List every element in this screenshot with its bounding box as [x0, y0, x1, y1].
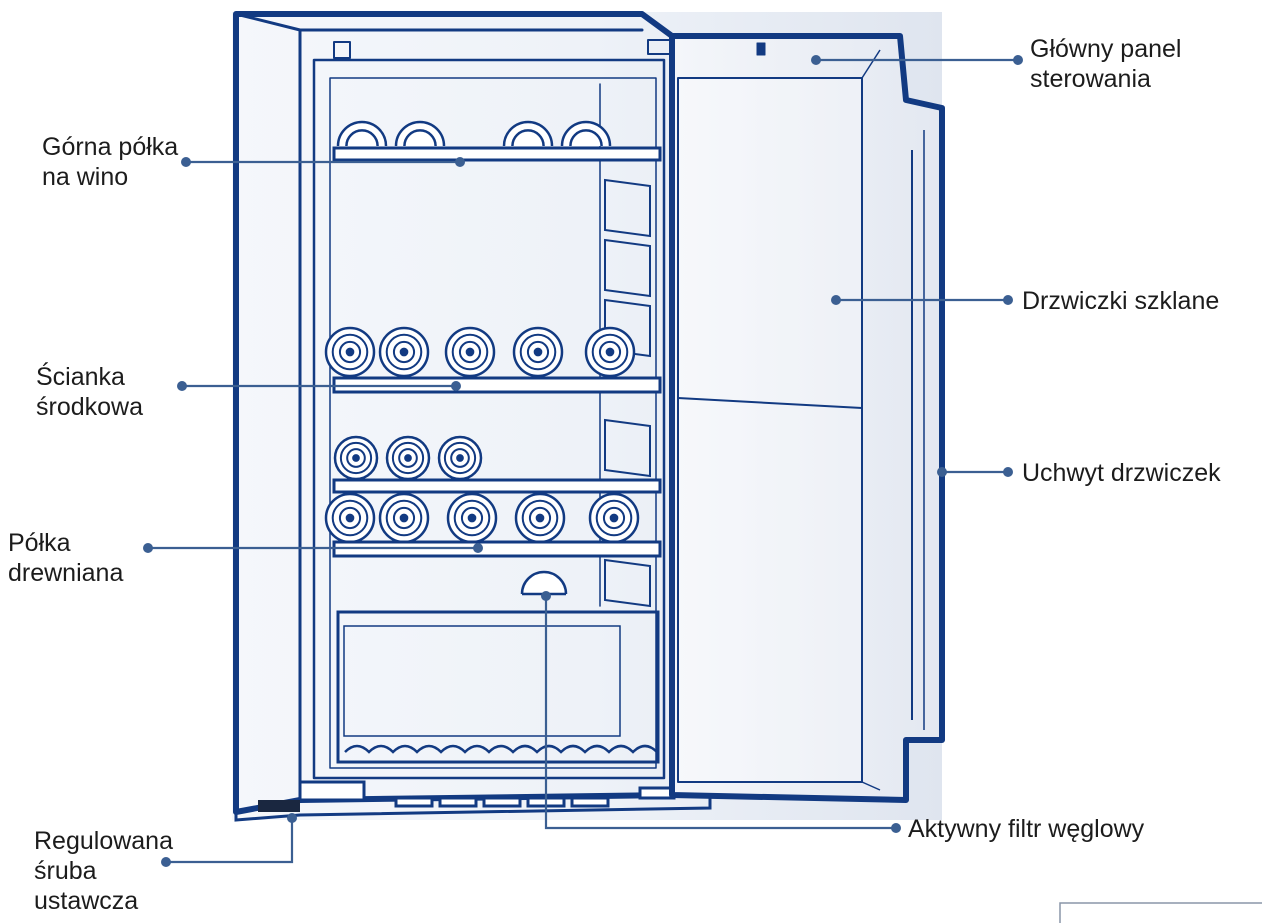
bottle — [446, 492, 498, 544]
bottle — [324, 492, 376, 544]
label-door-handle: Uchwyt drzwiczek — [1022, 458, 1221, 488]
bottle — [512, 326, 564, 378]
label-line: Górna półka — [42, 133, 179, 161]
bottle — [324, 326, 376, 378]
label-line: Aktywny filtr węglowy — [908, 815, 1145, 843]
mid-low-shelf — [332, 478, 662, 494]
label-line: środkowa — [36, 393, 143, 421]
label-line: Ścianka — [36, 363, 125, 391]
label-leveling-screw: Regulowana śruba ustawcza — [34, 826, 173, 916]
label-middle-wall: Ścianka środkowa — [36, 362, 143, 422]
label-control-panel: Główny panel sterowania — [1030, 34, 1181, 94]
corner-frame — [1059, 902, 1262, 923]
bottle — [378, 326, 430, 378]
wine-bottles — [324, 120, 640, 544]
bottle — [444, 326, 496, 378]
label-line: śruba — [34, 857, 97, 885]
bottle — [560, 120, 612, 147]
label-line: na wino — [42, 163, 129, 191]
bottom-compartment — [336, 610, 660, 764]
label-line: drewniana — [8, 559, 124, 587]
leader-dots — [143, 55, 1023, 867]
bottle — [502, 120, 554, 147]
leader-lines — [148, 58, 1018, 864]
label-top-wine-shelf: Górna półka na wino — [42, 132, 178, 192]
back-vents — [604, 178, 651, 608]
label-line: Regulowana — [34, 827, 173, 855]
label-carbon-filter: Aktywny filtr węglowy — [908, 814, 1144, 844]
bottle — [394, 120, 446, 147]
glass-door — [669, 33, 945, 803]
bottle — [336, 120, 388, 147]
label-glass-door: Drzwiczki szklane — [1022, 286, 1219, 316]
shelves — [332, 146, 662, 558]
bottle — [385, 435, 431, 481]
leveling-foot — [258, 800, 300, 812]
label-line: ustawcza — [34, 887, 139, 915]
bottle — [333, 435, 379, 481]
bottle — [378, 492, 430, 544]
label-line: sterowania — [1030, 65, 1151, 93]
label-line: Drzwiczki szklane — [1022, 287, 1220, 315]
bottle — [514, 492, 566, 544]
label-line: Półka — [8, 529, 71, 557]
label-wooden-shelf: Półka drewniana — [8, 528, 123, 588]
bottle — [588, 492, 640, 544]
top-shelf — [332, 146, 662, 162]
bottle — [584, 326, 636, 378]
label-line: Uchwyt drzwiczek — [1022, 459, 1221, 487]
bottle — [437, 435, 483, 481]
label-line: Główny panel — [1030, 35, 1182, 63]
